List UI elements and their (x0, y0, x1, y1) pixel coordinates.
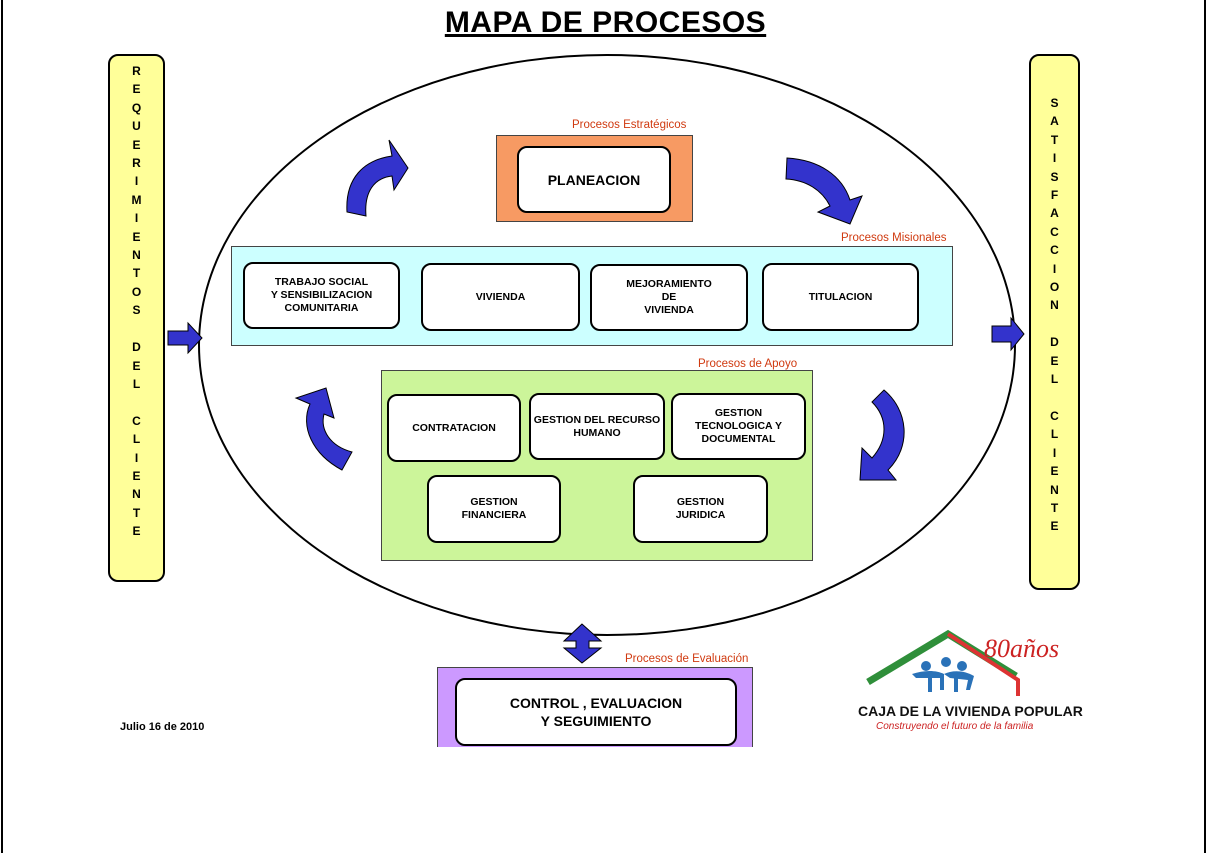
double-arrow-icon (562, 623, 603, 664)
mejoramiento-vivienda-box: MEJORAMIENTO DE VIVIENDA (590, 264, 748, 331)
requerimientos-text: R E Q U E R I M I E N T O S D E L C L I … (131, 64, 142, 539)
cycle-arrow-bottom-right-icon (859, 389, 905, 481)
apoyo-label: Procesos de Apoyo (698, 358, 798, 370)
logo-name: CAJA DE LA VIVIENDA POPULAR (858, 703, 1083, 719)
recurso-humano-box: GESTION DEL RECURSO HUMANO (529, 393, 665, 460)
logo-houses-icon (866, 629, 1020, 696)
titulacion-box: TITULACION (762, 263, 919, 331)
logo-anniversary: 80años (984, 634, 1060, 663)
juridica-box: GESTION JURIDICA (633, 475, 768, 543)
satisfaccion-text: S A T I S F A C C I O N D E L C L I E N … (1049, 96, 1060, 534)
planeacion-box: PLANEACION (517, 146, 671, 213)
logo-tagline: Construyendo el futuro de la familia (876, 721, 1034, 732)
input-arrow-icon (167, 321, 203, 355)
satisfaccion-bar: S A T I S F A C C I O N D E L C L I E N … (1029, 54, 1080, 590)
evaluacion-label: Procesos de Evaluación (625, 653, 749, 665)
page-title: MAPA DE PROCESOS (444, 6, 767, 39)
misionales-label: Procesos Misionales (841, 232, 947, 244)
cycle-arrow-bottom-left-icon (294, 387, 353, 471)
document-date: Julio 16 de 2010 (120, 721, 205, 733)
contratacion-box: CONTRATACION (387, 394, 521, 462)
cycle-arrow-top-left-icon (346, 139, 409, 217)
vivienda-box: VIVIENDA (421, 263, 580, 331)
cycle-arrow-top-right-icon (785, 157, 863, 225)
trabajo-social-box: TRABAJO SOCIAL Y SENSIBILIZACION COMUNIT… (243, 262, 400, 329)
financiera-box: GESTION FINANCIERA (427, 475, 561, 543)
output-arrow-icon (991, 316, 1025, 352)
strategic-label: Procesos Estratégicos (572, 119, 687, 131)
tecnologica-documental-box: GESTION TECNOLOGICA Y DOCUMENTAL (671, 393, 806, 460)
requerimientos-bar: R E Q U E R I M I E N T O S D E L C L I … (108, 54, 165, 582)
control-evaluacion-box: CONTROL , EVALUACION Y SEGUIMIENTO (455, 678, 737, 746)
